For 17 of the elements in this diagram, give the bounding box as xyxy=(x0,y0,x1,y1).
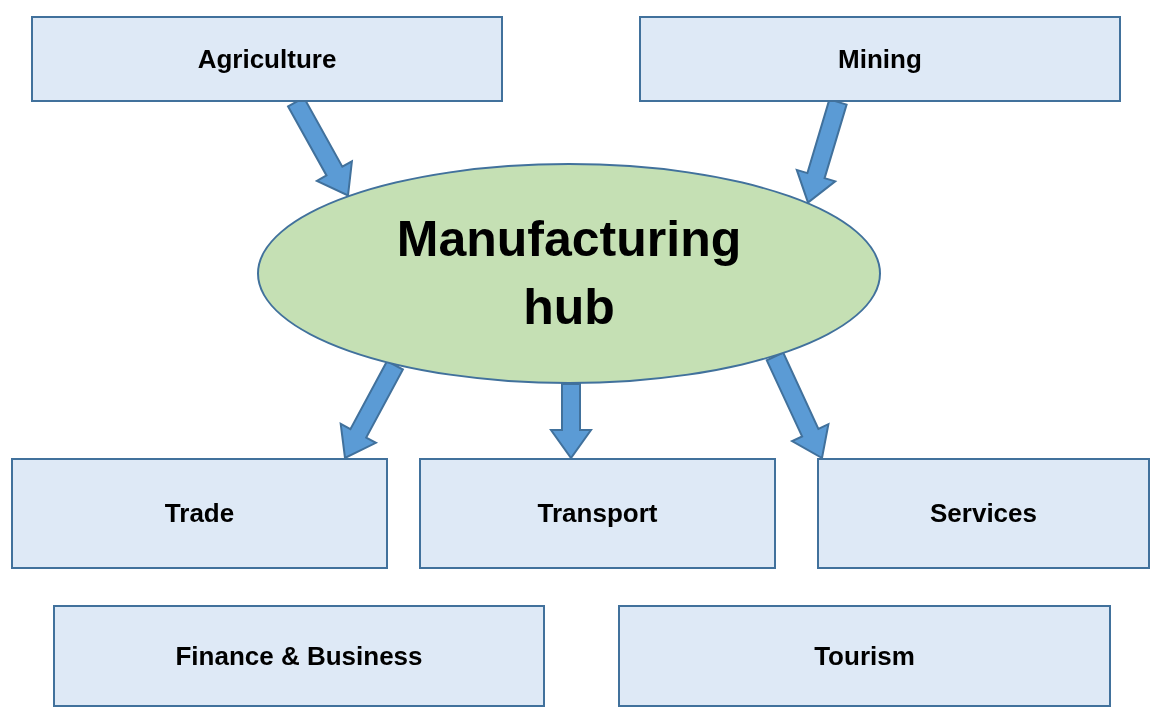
sector-box xyxy=(419,458,776,569)
node-label: Mining xyxy=(838,42,922,76)
node-label: Transport xyxy=(537,497,658,530)
sector-box xyxy=(639,16,1121,102)
node-label: Finance & Business xyxy=(175,639,423,673)
block-arrow xyxy=(765,351,830,460)
node-label: Manufacturing hub xyxy=(395,210,743,337)
sector-box xyxy=(817,458,1150,569)
node-label: Tourism xyxy=(814,639,915,673)
node-label: Trade xyxy=(164,497,235,530)
sector-box xyxy=(53,605,545,707)
sector-box xyxy=(31,16,503,102)
node-label: Services xyxy=(930,497,1037,530)
block-arrow xyxy=(549,383,593,460)
node-label: Agriculture xyxy=(197,42,337,76)
sector-box xyxy=(618,605,1111,707)
sector-box xyxy=(11,458,388,569)
